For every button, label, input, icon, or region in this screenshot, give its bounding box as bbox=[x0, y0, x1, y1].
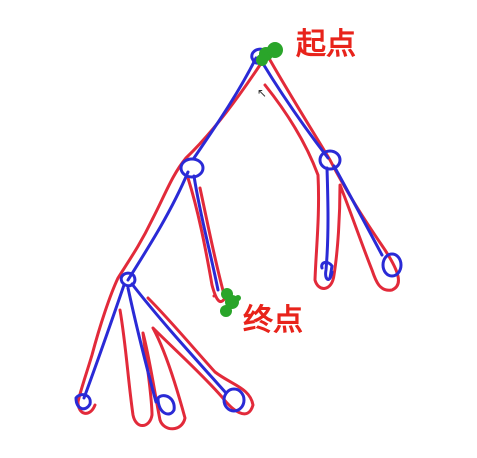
outline-right-branch bbox=[263, 58, 400, 292]
node-left bbox=[179, 157, 205, 179]
node-lower bbox=[119, 271, 137, 288]
edge-right-to-leaf-b bbox=[332, 164, 384, 257]
mouse-cursor-icon: ↖ bbox=[257, 86, 268, 100]
traversal-outline bbox=[76, 58, 400, 431]
outline-bottom-legs bbox=[118, 296, 255, 431]
node-right bbox=[318, 149, 342, 171]
start-marker bbox=[256, 42, 283, 66]
outline-left-main bbox=[76, 60, 264, 415]
start-label: 起点 bbox=[296, 27, 356, 62]
end-marker bbox=[212, 288, 241, 317]
edge-lower-to-leaf-1 bbox=[82, 283, 126, 400]
edge-lower-to-leaf-3 bbox=[130, 282, 228, 395]
edge-right-to-leaf-a bbox=[324, 166, 334, 281]
node-leaf-right-a bbox=[320, 260, 334, 280]
edge-left-to-end bbox=[192, 174, 220, 292]
end-label: 终点 bbox=[243, 303, 303, 338]
edge-left-to-lower bbox=[126, 170, 190, 282]
node-leaf-1 bbox=[74, 393, 92, 411]
node-leaf-2 bbox=[156, 394, 176, 416]
tree-edges bbox=[74, 47, 403, 416]
edge-root-to-right bbox=[260, 60, 330, 160]
node-leaf-right-b bbox=[381, 252, 403, 278]
node-leaf-3 bbox=[222, 387, 246, 413]
edge-root-to-left bbox=[192, 56, 258, 160]
edge-lower-to-leaf-2 bbox=[126, 286, 158, 404]
outline-left-fork bbox=[186, 176, 227, 303]
